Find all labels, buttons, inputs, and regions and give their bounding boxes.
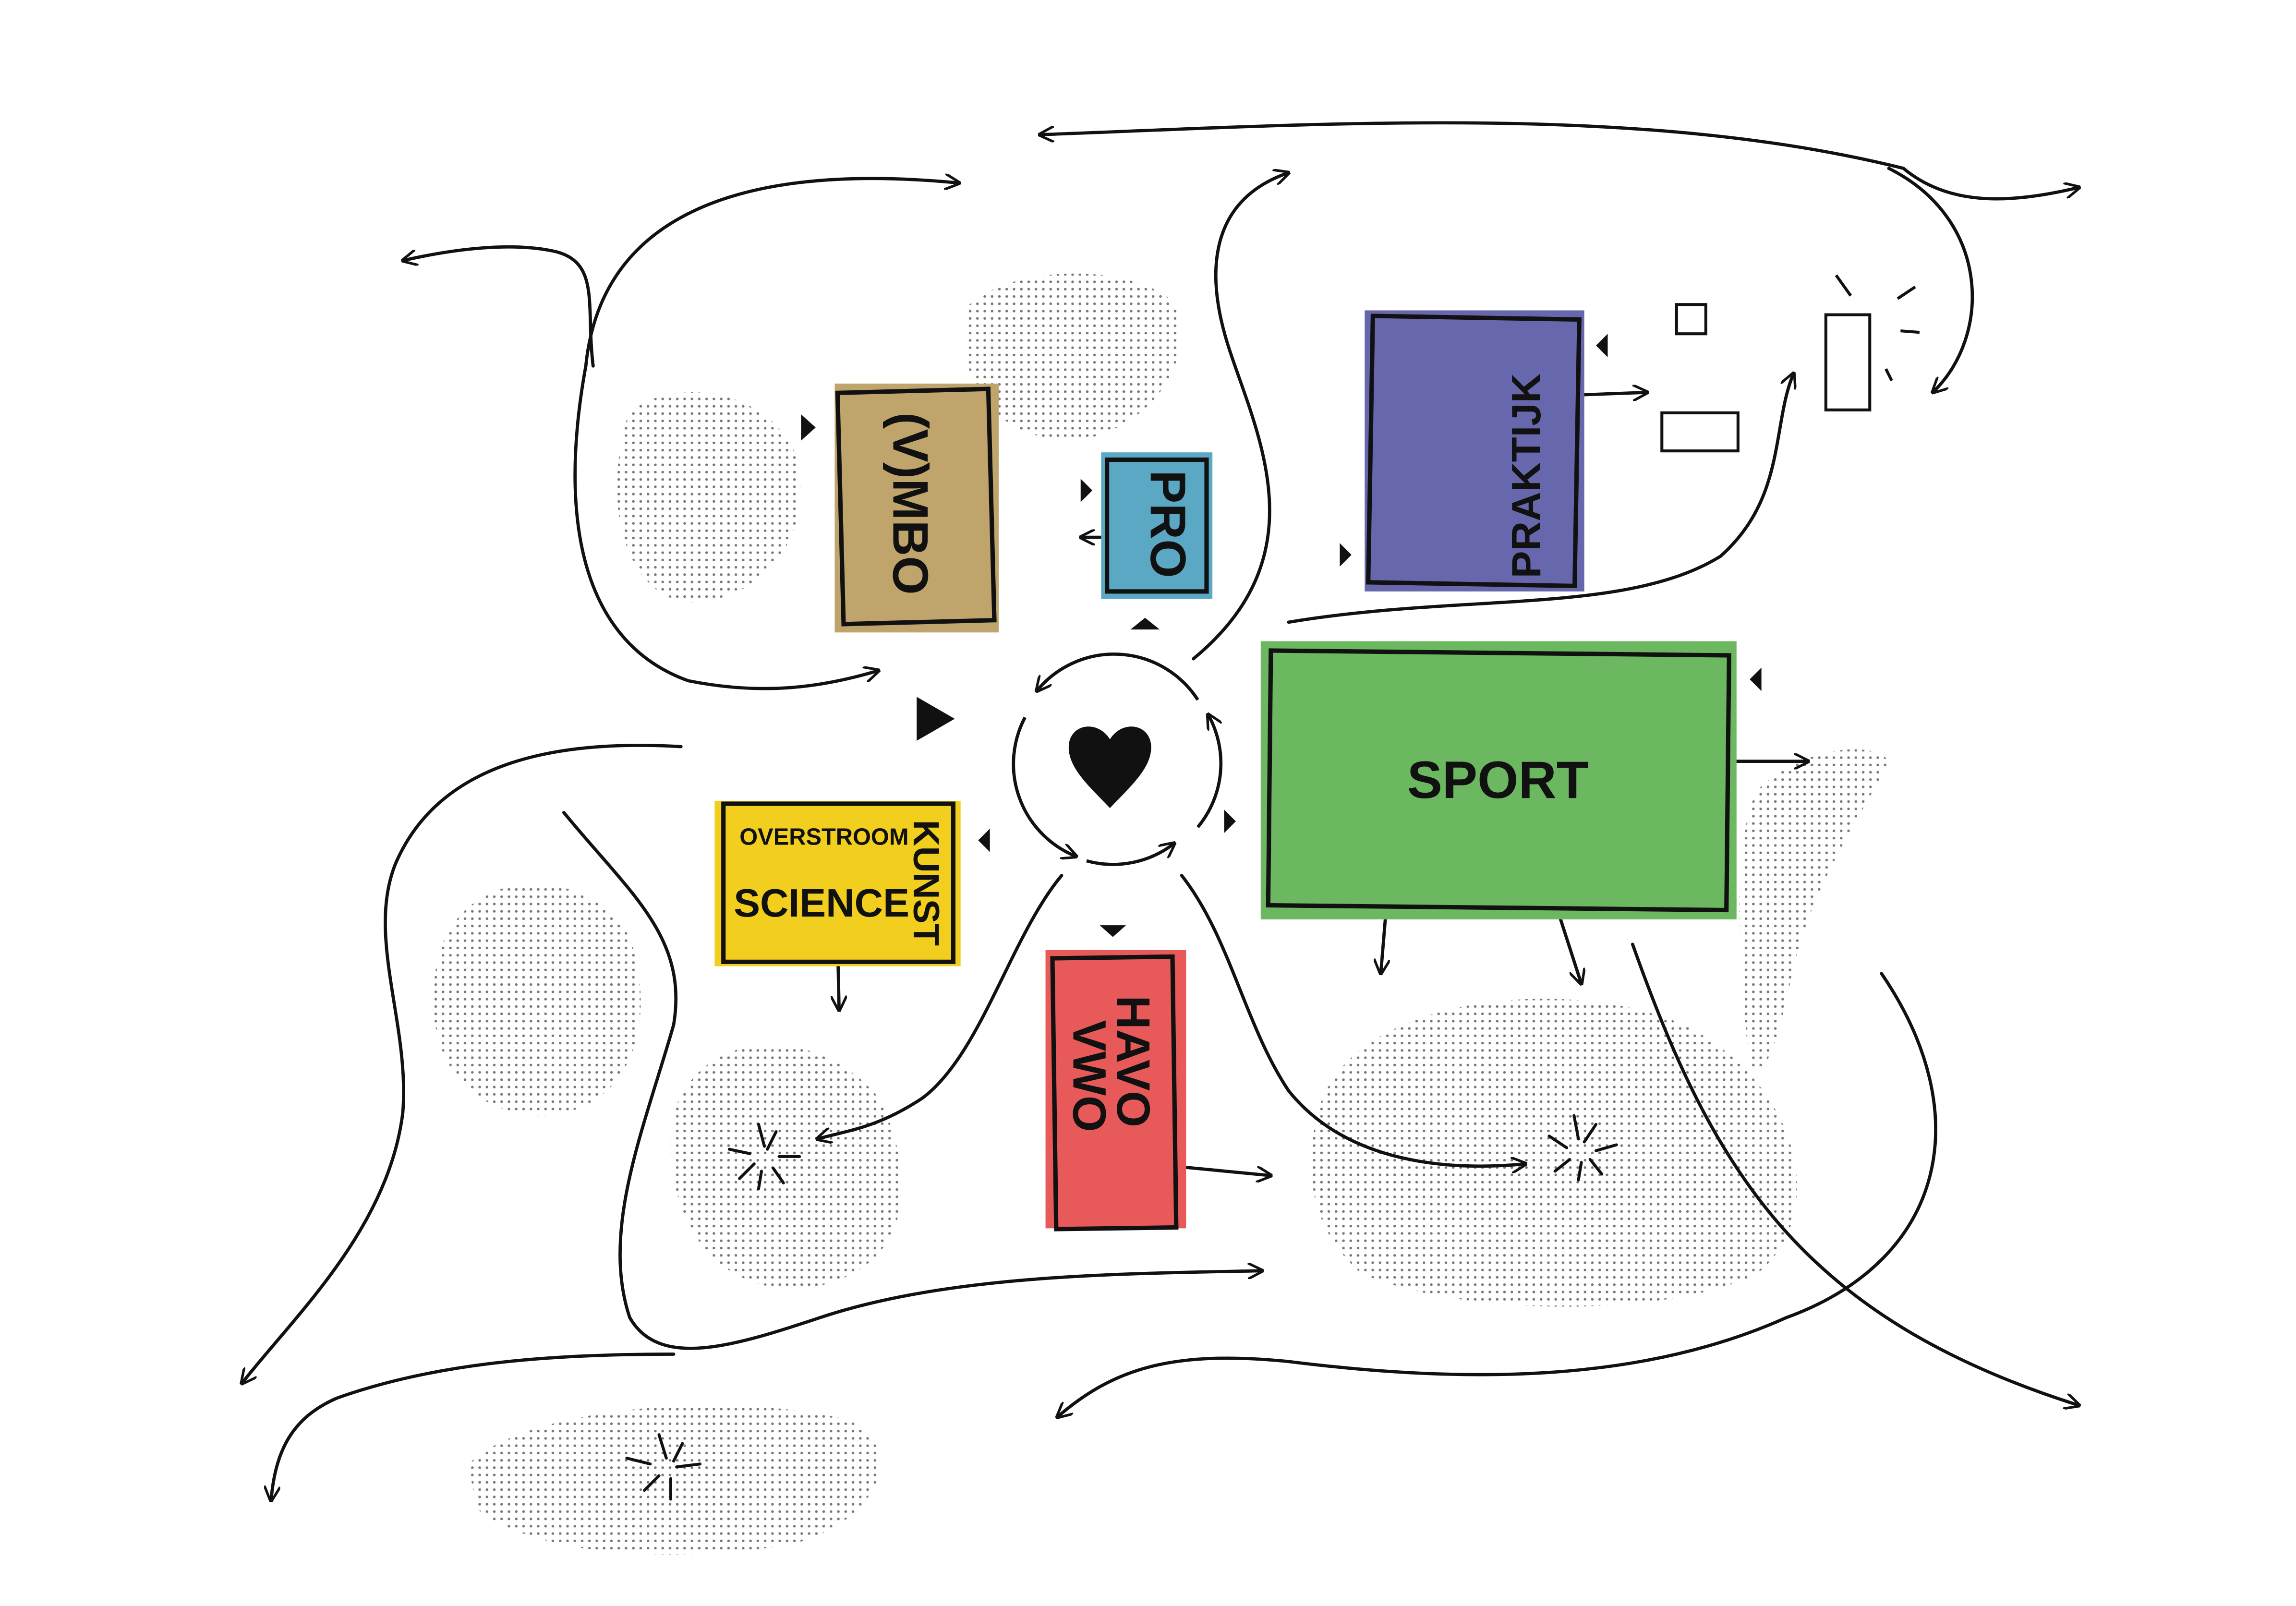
kunst-label: KUNST: [906, 820, 946, 946]
outline-shapes: [1660, 274, 1920, 453]
havo-vwo-frame: [1050, 954, 1179, 1232]
dotted-blobs: [433, 273, 1889, 1555]
outline-rect: [1660, 411, 1740, 453]
science-label: SCIENCE: [734, 881, 909, 925]
sparkle-icon: [625, 1433, 701, 1501]
praktijk-frame: [1366, 314, 1582, 589]
triangle-markers: [801, 334, 1762, 937]
central-cycle: [1012, 652, 1223, 866]
science-frame: [721, 801, 956, 964]
triangle-marker-icon: [801, 414, 816, 441]
block-praktijk: PRAKTIJK: [1365, 310, 1584, 592]
block-vmbo: (V)MBO: [834, 383, 999, 633]
block-science: OVERSTROOM SCIENCE KUNST: [714, 800, 961, 966]
triangle-marker-icon: [1080, 479, 1093, 502]
triangle-marker-icon: [978, 828, 990, 852]
pro-frame: [1105, 457, 1209, 594]
sparkle-icon: [1835, 274, 1920, 382]
dot-blob: [964, 273, 1181, 440]
flow-arrow: [1287, 374, 1794, 624]
vmbo-frame: [835, 386, 997, 627]
dot-blob: [469, 1405, 880, 1555]
pro-label: PRO: [1140, 470, 1196, 578]
vwo-label: VWO: [1063, 1020, 1115, 1132]
triangle-marker-icon: [1130, 617, 1160, 630]
flow-arrow: [242, 744, 683, 1383]
havo-vwo-fill: [1045, 950, 1186, 1229]
triangle-marker-icon: [1224, 809, 1236, 833]
flow-arrow: [1887, 167, 1974, 393]
flow-arrow: [1631, 942, 2079, 1406]
vmbo-label: (V)MBO: [882, 412, 938, 595]
vmbo-fill: [834, 383, 999, 633]
sparkles: [625, 1114, 1618, 1501]
havo-label: HAVO: [1107, 995, 1160, 1127]
block-pro: PRO: [1101, 452, 1213, 599]
flow-arrow: [584, 179, 959, 368]
dot-blob: [1311, 999, 1797, 1307]
overstroom-label: OVERSTROOM: [739, 824, 908, 850]
block-havo-vwo: HAVO VWO: [1045, 950, 1186, 1232]
block-sport: SPORT: [1260, 641, 1737, 919]
triangle-marker-icon: [1750, 667, 1762, 691]
cycle-arrow: [1086, 843, 1174, 866]
sport-fill: [1260, 641, 1737, 919]
flow-arrow: [1180, 874, 1526, 1166]
flow-arrow: [403, 245, 595, 368]
heart-icon: [1068, 726, 1151, 809]
flow-arrow: [1192, 173, 1289, 661]
dot-blob: [1739, 749, 1889, 1072]
dot-blob: [671, 1045, 902, 1289]
cycle-arrow: [1012, 716, 1076, 857]
sparkle-icon: [727, 1123, 801, 1191]
cycle-arrow: [1037, 652, 1199, 701]
triangle-marker-icon: [1340, 543, 1352, 567]
flow-arrow: [817, 874, 1063, 1139]
flow-arrow: [1902, 167, 2079, 201]
flow-arrow: [1057, 972, 1937, 1417]
sport-frame: [1266, 648, 1731, 913]
triangle-marker-icon: [917, 697, 955, 741]
flow-arrows: [242, 121, 2079, 1501]
flow-arrow: [271, 1352, 676, 1501]
outline-rect-tall: [1824, 313, 1872, 411]
flow-arrow: [573, 364, 879, 690]
pro-fill: [1101, 452, 1213, 599]
sparkle-icon: [1547, 1114, 1618, 1182]
flow-arrow: [1039, 121, 1905, 170]
flow-arrow: [562, 810, 1262, 1350]
triangle-marker-icon: [1596, 334, 1608, 358]
praktijk-label: PRAKTIJK: [1504, 374, 1549, 579]
dot-blob: [433, 883, 641, 1116]
science-fill: [714, 800, 961, 966]
sport-label: SPORT: [1407, 751, 1589, 809]
cycle-arrow: [1196, 714, 1223, 828]
triangle-marker-icon: [1100, 925, 1126, 937]
dot-blob: [617, 392, 801, 604]
praktijk-fill: [1365, 310, 1584, 592]
outline-square: [1675, 303, 1707, 336]
